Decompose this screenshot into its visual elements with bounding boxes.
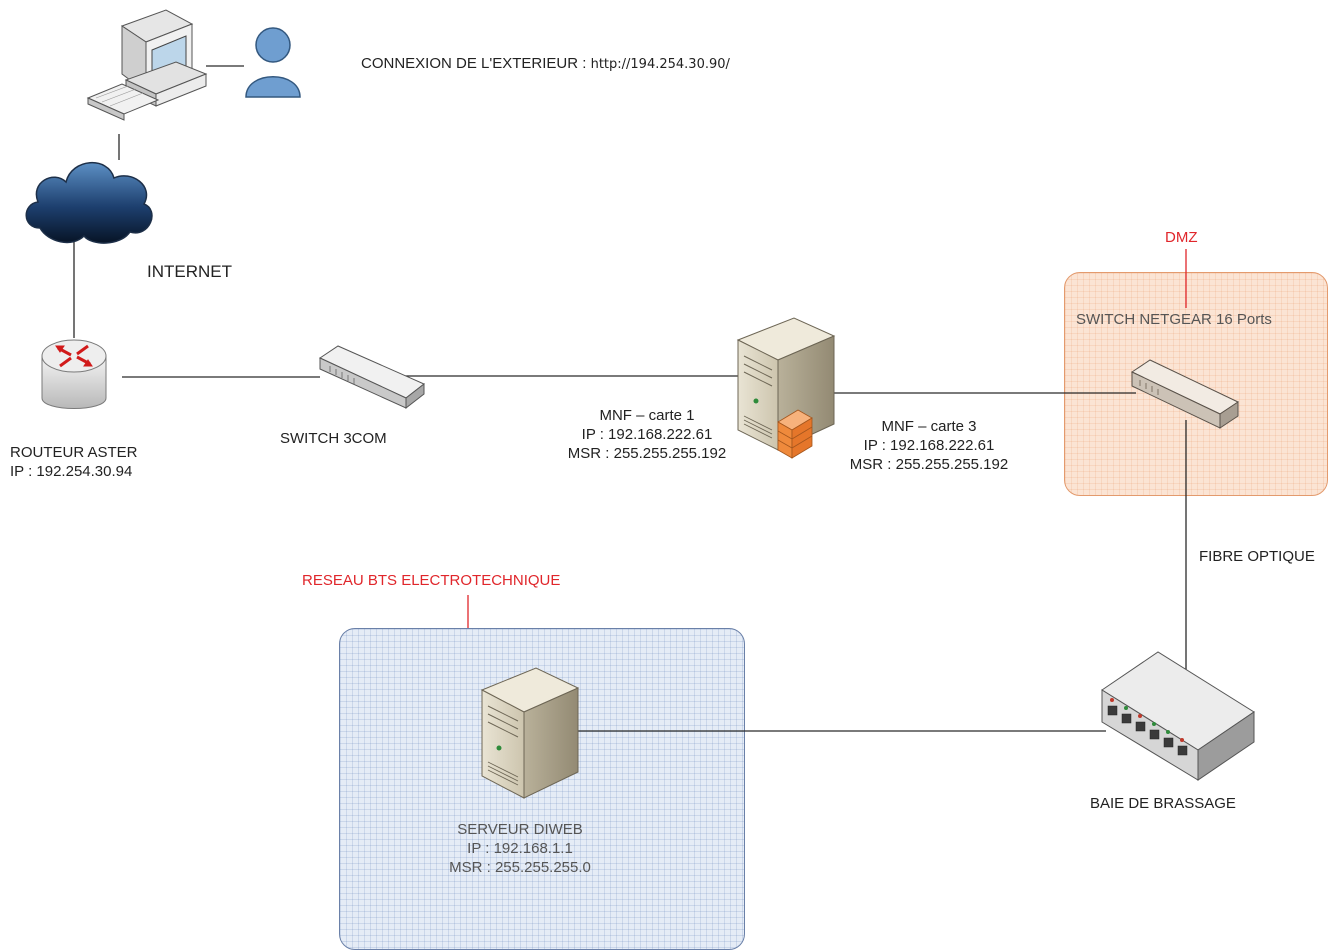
router-label: ROUTEUR ASTER IP : 192.254.30.94 [10,443,138,481]
mnf-card3-label: MNF – carte 3 IP : 192.168.222.61 MSR : … [836,417,1022,474]
mnf-card1-name: MNF – carte 1 [599,407,695,424]
patch-panel-label: BAIE DE BRASSAGE [1090,795,1236,812]
user-icon [245,27,301,98]
mnf-card3-mask: MSR : 255.255.255.192 [849,456,1009,473]
switch-icon [318,345,425,410]
mnf-card1-mask: MSR : 255.255.255.192 [567,445,727,462]
internet-label: INTERNET [147,262,232,281]
dmz-title: DMZ [1165,229,1198,246]
cloud-icon [25,162,153,244]
external-connection-label: CONNEXION DE L'EXTERIEUR : http://194.25… [361,54,730,74]
router-name: ROUTEUR ASTER [10,444,138,461]
fibre-optique-label: FIBRE OPTIQUE [1199,548,1315,565]
mnf-card1-label: MNF – carte 1 IP : 192.168.222.61 MSR : … [554,406,740,463]
switch-icon [1130,359,1240,429]
firewall-icon [736,317,836,459]
server-diweb-label: SERVEUR DIWEB IP : 192.168.1.1 MSR : 255… [430,820,610,877]
mnf-card3-name: MNF – carte 3 [881,418,977,435]
router-icon [41,339,107,409]
patch-panel-icon [1101,651,1255,781]
workstation-icon [86,9,208,121]
connection-lines [73,65,1187,732]
connection-label: CONNEXION DE L'EXTERIEUR : [361,55,587,72]
server-diweb-ip: IP : 192.168.1.1 [467,840,573,857]
mnf-card3-ip: IP : 192.168.222.61 [863,437,995,454]
netgear-switch-label: SWITCH NETGEAR 16 Ports [1076,311,1272,328]
connection-url[interactable]: http://194.254.30.90/ [590,57,730,72]
router-ip: IP : 192.254.30.94 [10,463,133,480]
firewall-wall [777,409,813,459]
switch-3com-label: SWITCH 3COM [280,430,387,447]
server-diweb-name: SERVEUR DIWEB [457,821,583,838]
bts-network-title: RESEAU BTS ELECTROTECHNIQUE [302,572,561,589]
server-diweb-mask: MSR : 255.255.255.0 [449,859,591,876]
server-icon [480,667,580,799]
mnf-card1-ip: IP : 192.168.222.61 [581,426,713,443]
